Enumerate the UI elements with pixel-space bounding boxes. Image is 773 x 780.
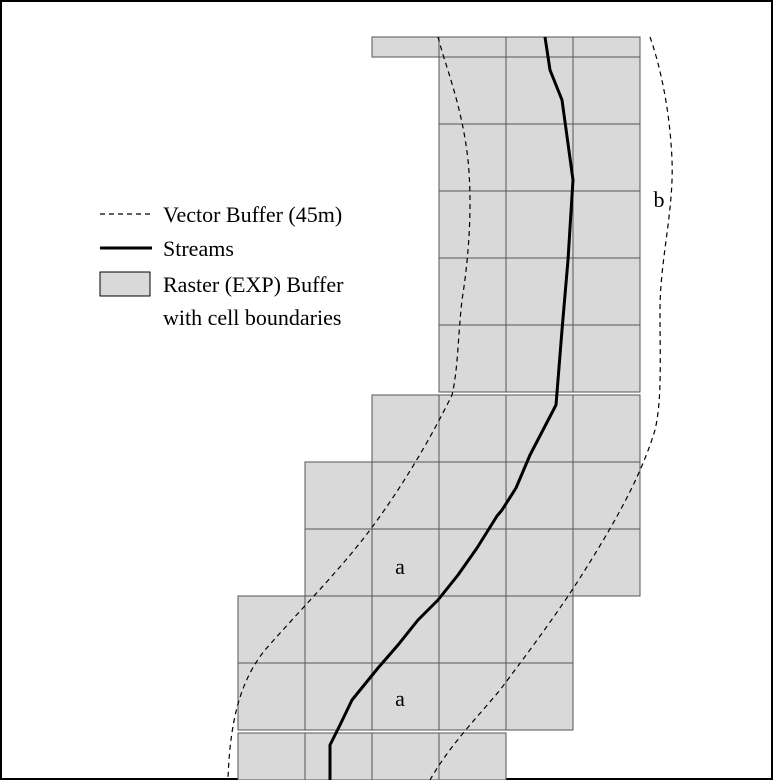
legend-raster-label-line1: Raster (EXP) Buffer xyxy=(163,272,344,297)
raster-cell xyxy=(438,394,507,463)
raster-cell xyxy=(572,190,641,259)
raster-cell xyxy=(304,528,373,597)
legend-raster-swatch xyxy=(99,271,151,297)
raster-cell xyxy=(505,190,574,259)
legend-vector-buffer-label: Vector Buffer (45m) xyxy=(163,202,342,227)
raster-cell xyxy=(505,36,574,58)
raster-buffer-grid xyxy=(237,36,641,780)
vector-buffer-right-edge xyxy=(429,36,673,780)
legend-raster-label-line2: with cell boundaries xyxy=(163,305,341,330)
raster-cell xyxy=(438,257,507,326)
legend: Vector Buffer (45m) Streams Raster (EXP)… xyxy=(99,202,344,330)
raster-cell xyxy=(572,324,641,393)
raster-cell xyxy=(572,461,641,530)
buffer-label-b: b xyxy=(654,187,665,212)
raster-cell xyxy=(438,190,507,259)
raster-cell xyxy=(237,595,306,664)
raster-cell xyxy=(304,662,373,731)
raster-cell xyxy=(438,56,507,125)
raster-cell xyxy=(505,123,574,192)
raster-cell xyxy=(304,461,373,530)
raster-cell xyxy=(572,56,641,125)
raster-cell xyxy=(304,595,373,664)
raster-cell xyxy=(304,732,373,780)
raster-cell xyxy=(572,123,641,192)
raster-cell xyxy=(572,394,641,463)
raster-cell xyxy=(438,324,507,393)
raster-cell xyxy=(371,461,440,530)
raster-cell xyxy=(505,257,574,326)
raster-cell xyxy=(505,394,574,463)
cell-label-a-upper: a xyxy=(395,554,405,579)
raster-cell xyxy=(438,461,507,530)
raster-cell xyxy=(371,394,440,463)
raster-cell xyxy=(505,461,574,530)
raster-cell xyxy=(237,732,306,780)
raster-cell xyxy=(438,123,507,192)
raster-cell xyxy=(438,595,507,664)
raster-cell xyxy=(371,528,440,597)
raster-cell xyxy=(572,36,641,58)
raster-cell xyxy=(572,528,641,597)
raster-cell xyxy=(505,595,574,664)
raster-cell xyxy=(438,36,507,58)
legend-streams-label: Streams xyxy=(163,236,234,261)
raster-cell xyxy=(572,257,641,326)
raster-cell xyxy=(237,662,306,731)
vector-buffer-left-edge xyxy=(227,36,471,780)
raster-cell xyxy=(371,732,440,780)
raster-cell xyxy=(505,528,574,597)
raster-cell xyxy=(505,662,574,731)
raster-cell xyxy=(371,662,440,731)
raster-cell xyxy=(438,732,507,780)
raster-cell xyxy=(371,595,440,664)
raster-cell xyxy=(371,36,440,58)
stream-line xyxy=(328,36,575,780)
cell-label-a-lower: a xyxy=(395,686,405,711)
raster-cell xyxy=(438,662,507,731)
